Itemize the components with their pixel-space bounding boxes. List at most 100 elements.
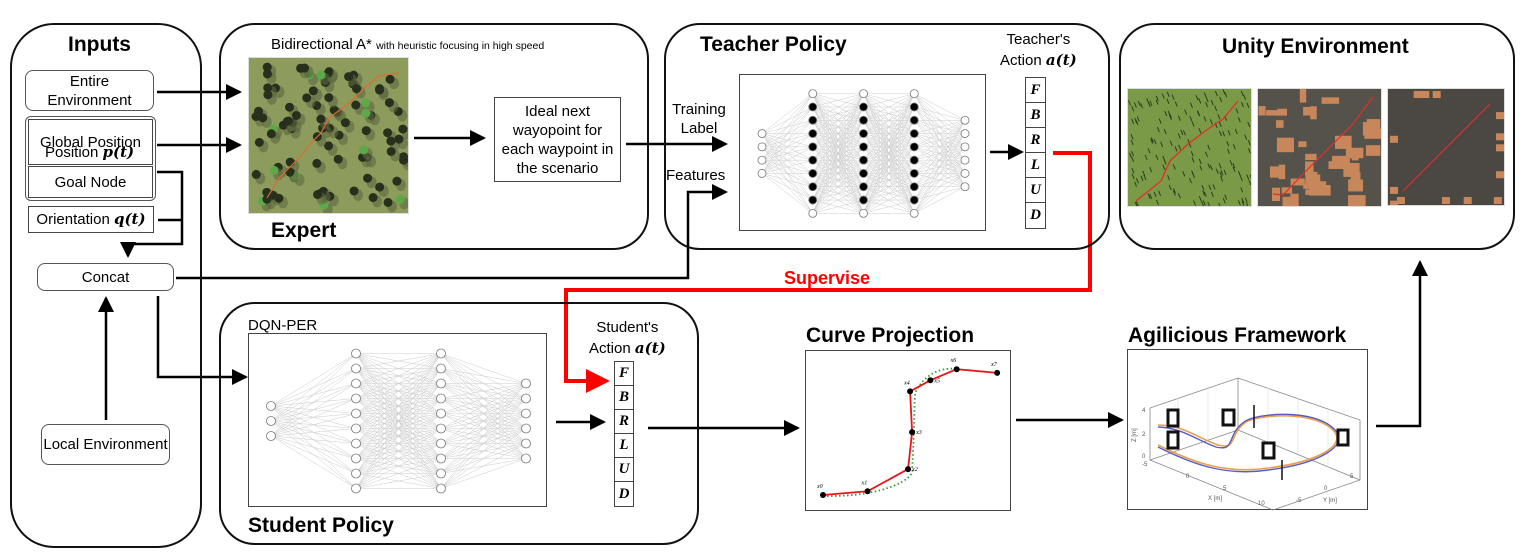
network-node — [808, 155, 818, 165]
network-node — [909, 102, 919, 112]
tree-icon — [1247, 121, 1251, 128]
teacher-action-math: a(t) — [1045, 51, 1077, 69]
building-icon — [1463, 197, 1472, 204]
network-edge — [440, 413, 527, 489]
global-position-box[interactable]: Global Position — [28, 119, 153, 165]
building-icon — [1266, 110, 1280, 116]
network-node — [960, 155, 970, 165]
network-edge — [812, 173, 864, 214]
building-icon — [1390, 135, 1398, 143]
tree-icon — [1147, 193, 1151, 199]
concat-box[interactable]: Concat — [37, 263, 174, 291]
network-node — [960, 115, 970, 125]
tree-icon — [1130, 134, 1134, 140]
teacher-title: Teacher Policy — [700, 33, 847, 56]
building-icon — [1321, 97, 1340, 104]
teacher-network-graphic — [757, 89, 970, 218]
tree-icon — [1172, 190, 1176, 196]
network-edge — [812, 146, 864, 214]
agilicious-x-tick: -5 — [1142, 462, 1148, 468]
waypoint-marker — [994, 369, 1001, 376]
network-edge — [355, 353, 442, 489]
building-icon — [1277, 108, 1287, 116]
tree-icon — [263, 90, 273, 100]
network-edge — [812, 93, 864, 108]
network-node — [436, 408, 446, 419]
student-title: Student Policy — [248, 514, 394, 537]
tree-icon — [398, 124, 408, 134]
network-node — [859, 208, 868, 218]
network-node — [859, 195, 868, 205]
network-node — [436, 468, 446, 479]
network-edge — [761, 93, 813, 161]
tree-icon — [1198, 128, 1202, 134]
tree-icon — [1197, 111, 1200, 117]
tree-icon — [1166, 98, 1170, 104]
tree-icon — [1237, 117, 1241, 123]
tree-icon — [1155, 154, 1159, 160]
waypoint-label: x0 — [816, 484, 823, 490]
network-edge — [863, 133, 915, 214]
tree-icon — [1199, 165, 1203, 171]
tree-icon — [1131, 151, 1134, 157]
waypoint-label: x4 — [903, 379, 910, 386]
network-edge — [270, 428, 357, 437]
network-edge — [761, 173, 813, 201]
tree-icon — [1198, 98, 1202, 104]
network-node — [436, 423, 446, 434]
tree-icon — [1241, 102, 1244, 108]
arrow-goal-to-concat — [120, 170, 184, 258]
building-icon — [1290, 193, 1299, 206]
tree-icon — [1174, 101, 1178, 107]
network-edge — [812, 186, 864, 214]
network-edge — [270, 435, 357, 444]
tree-icon — [1226, 148, 1230, 155]
smooth-curve — [822, 367, 957, 497]
tree-icon — [1169, 140, 1173, 146]
waypoint-marker — [907, 388, 914, 395]
tree-icon — [263, 83, 273, 93]
tree-icon — [1135, 201, 1139, 206]
network-edge — [914, 120, 966, 187]
network-edge — [863, 173, 915, 214]
tree-icon — [375, 85, 385, 95]
agilicious-title: Agilicious Framework — [1128, 324, 1347, 347]
waypoint-label: x6 — [950, 358, 957, 364]
goal-node-box[interactable]: Goal Node — [28, 166, 153, 198]
tree-icon — [1168, 184, 1172, 191]
student-action-math: a(t) — [634, 339, 666, 357]
network-edge — [355, 353, 442, 369]
tree-icon — [1149, 100, 1153, 107]
waypoint-label: x3 — [915, 430, 922, 436]
student-action-title-line: Student's — [596, 319, 659, 336]
agilicious-z-label: Z [m] — [1132, 428, 1138, 442]
orientation-box[interactable]: Orientation q(t) — [28, 206, 154, 233]
tree-icon — [1219, 171, 1223, 178]
network-node — [909, 155, 919, 165]
tree-icon — [316, 114, 326, 124]
building-icon — [1343, 163, 1360, 177]
local-environment-box[interactable]: Local Environment — [41, 424, 170, 465]
student-action-title: Student's Action a(t) — [589, 318, 666, 359]
network-node — [808, 195, 818, 205]
entire-environment-box[interactable]: Entire Environment — [25, 70, 154, 111]
network-edge — [761, 173, 813, 187]
waypoint-label: x2 — [911, 467, 918, 473]
network-node — [960, 169, 970, 178]
waypoint-marker — [864, 488, 871, 495]
tree-icon — [274, 193, 284, 203]
tree-icon — [1191, 157, 1195, 163]
tree-icon — [251, 112, 261, 122]
unity-urban-graphic — [1390, 91, 1504, 205]
tree-icon — [1218, 202, 1221, 206]
gate-icon — [1336, 428, 1350, 447]
tree-icon — [302, 93, 312, 103]
unity-scene-urban — [1387, 88, 1505, 206]
tree-icon — [285, 102, 295, 112]
unity-city-graphic — [1258, 89, 1381, 206]
network-edge — [270, 435, 357, 474]
tree-icon — [1229, 160, 1233, 166]
tree-icon — [1222, 198, 1226, 204]
network-edge — [355, 353, 442, 444]
building-icon — [1396, 197, 1405, 204]
